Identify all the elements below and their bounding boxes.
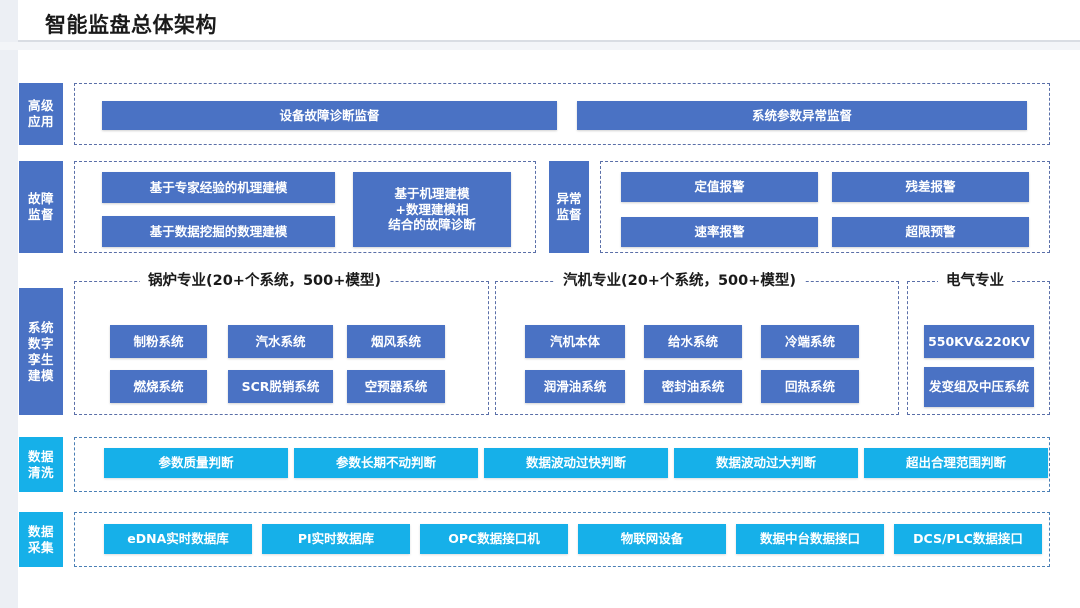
chip-label: eDNA实时数据库 [127, 531, 229, 547]
fault-item-data-mining-mathematical-modeling[interactable]: 基于数据挖掘的数理建模 [102, 216, 335, 247]
acquisition-source-dcs-plc-interface[interactable]: DCS/PLC数据接口 [894, 524, 1042, 554]
alarm-item-rate[interactable]: 速率报警 [621, 217, 818, 247]
vtag-label-line: 监督 [556, 207, 582, 222]
header-divider [18, 40, 1080, 42]
chip-label: 数据波动过大判断 [715, 455, 816, 471]
stage-tag-digital-twin-modeling: 系统 数字 孪生 建模 [19, 288, 63, 415]
vtag-label-line: 异常 [556, 190, 582, 206]
acquisition-source-edna-realtime-db[interactable]: eDNA实时数据库 [104, 524, 252, 554]
turbine-system-feedwater[interactable]: 给水系统 [644, 325, 742, 358]
alarm-item-fixed-value[interactable]: 定值报警 [621, 172, 818, 202]
chip-label: 基于专家经验的机理建模 [149, 179, 288, 195]
chip-label: 发变组及中压系统 [928, 379, 1029, 395]
chip-label: 给水系统 [667, 333, 718, 349]
boiler-system-combustion[interactable]: 燃烧系统 [110, 370, 207, 403]
turbine-system-main-body[interactable]: 汽机本体 [525, 325, 625, 358]
chip-label-line: 基于机理建模 [394, 186, 470, 202]
stage-label-line: 故障 [27, 191, 54, 206]
acquisition-source-pi-realtime-db[interactable]: PI实时数据库 [262, 524, 410, 554]
page-title: 智能监盘总体架构 [45, 13, 217, 37]
stage-label-line: 数字 [27, 335, 54, 351]
boiler-system-air-preheater[interactable]: 空预器系统 [347, 370, 445, 403]
cleaning-rule-parameter-stuck-long-term[interactable]: 参数长期不动判断 [294, 448, 478, 478]
acquisition-source-data-midplatform-interface[interactable]: 数据中台数据接口 [736, 524, 884, 554]
chip-label: 基于数据挖掘的数理建模 [149, 223, 288, 239]
cleaning-rule-parameter-quality[interactable]: 参数质量判断 [104, 448, 288, 478]
chip-label: 润滑油系统 [543, 378, 607, 394]
stage-label-line: 数据 [27, 523, 54, 539]
chip-label: 定值报警 [694, 179, 745, 195]
advanced-app-item-equipment-fault-diagnosis[interactable]: 设备故障诊断监督 [102, 101, 557, 130]
acquisition-source-iot-devices[interactable]: 物联网设备 [578, 524, 726, 554]
turbine-system-sealing-oil[interactable]: 密封油系统 [644, 370, 742, 403]
chip-label: 汽机本体 [549, 333, 600, 349]
chip-label: 系统参数异常监督 [751, 107, 852, 123]
alarm-item-over-limit[interactable]: 超限预警 [832, 217, 1029, 247]
chip-label-line: 结合的故障诊断 [388, 217, 476, 233]
stage-label-line: 应用 [27, 114, 54, 129]
advanced-app-item-system-parameter-anomaly[interactable]: 系统参数异常监督 [577, 101, 1027, 130]
stage-tag-data-cleaning: 数据 清洗 [19, 437, 63, 492]
boiler-system-pulverizing[interactable]: 制粉系统 [110, 325, 207, 358]
alarm-item-residual[interactable]: 残差报警 [832, 172, 1029, 202]
chip-label: 设备故障诊断监督 [279, 107, 380, 123]
turbine-system-lubricating-oil[interactable]: 润滑油系统 [525, 370, 625, 403]
chip-label: 制粉系统 [133, 333, 184, 349]
chip-label: 数据中台数据接口 [759, 531, 860, 547]
electrical-system-550kv-220kv[interactable]: 550KV&220KV [924, 325, 1034, 358]
header-bar: 智能监盘总体架构 [18, 0, 1080, 40]
turbine-group-title: 汽机专业(20+个系统，500+模型) [555, 272, 804, 290]
chip-label: 燃烧系统 [133, 378, 184, 394]
chip-label: 数据波动过快判断 [525, 455, 626, 471]
chip-label: 汽水系统 [255, 333, 306, 349]
electrical-system-generator-transformer-mv[interactable]: 发变组及中压系统 [924, 367, 1034, 407]
stage-label-line: 建模 [27, 367, 54, 383]
stage-label-line: 数据 [27, 448, 54, 464]
chip-label: 550KV&220KV [928, 333, 1030, 349]
chip-label: 回热系统 [784, 378, 835, 394]
chip-label-line: +数理建模相 [395, 201, 469, 217]
stage-label-line: 清洗 [27, 464, 54, 480]
stage-tag-fault-monitoring: 故障 监督 [19, 161, 63, 253]
chip-label: 参数质量判断 [158, 455, 234, 471]
stage-label-line: 系统 [27, 319, 54, 335]
cleaning-rule-fluctuation-too-large[interactable]: 数据波动过大判断 [674, 448, 858, 478]
chip-label: 冷端系统 [784, 333, 835, 349]
turbine-system-cold-end[interactable]: 冷端系统 [761, 325, 859, 358]
fault-item-combined-fault-diagnosis[interactable]: 基于机理建模 +数理建模相 结合的故障诊断 [353, 172, 511, 247]
chip-label: OPC数据接口机 [448, 531, 540, 547]
boiler-group-title: 锅炉专业(20+个系统，500+模型) [140, 272, 389, 290]
fault-item-expert-experience-mechanism-modeling[interactable]: 基于专家经验的机理建模 [102, 172, 335, 203]
acquisition-source-opc-interface-machine[interactable]: OPC数据接口机 [420, 524, 568, 554]
stage-label-line: 监督 [27, 207, 54, 222]
chip-label: 参数长期不动判断 [335, 455, 436, 471]
chip-label: 超限预警 [905, 224, 956, 240]
cleaning-rule-fluctuation-too-fast[interactable]: 数据波动过快判断 [484, 448, 668, 478]
turbine-system-regenerative-heating[interactable]: 回热系统 [761, 370, 859, 403]
chip-label: DCS/PLC数据接口 [913, 531, 1023, 547]
chip-label: SCR脱销系统 [241, 378, 320, 394]
left-edge-band [0, 0, 18, 608]
chip-label: 速率报警 [694, 224, 745, 240]
header-shadow-band [0, 42, 1080, 50]
chip-label: PI实时数据库 [297, 531, 375, 547]
chip-label: 残差报警 [905, 179, 956, 195]
stage-label-line: 采集 [27, 539, 54, 555]
electrical-group-title: 电气专业 [938, 272, 1012, 290]
chip-label: 物联网设备 [620, 531, 684, 547]
stage-label-line: 孪生 [27, 351, 54, 367]
boiler-system-scr-denitration[interactable]: SCR脱销系统 [228, 370, 333, 403]
chip-label: 超出合理范围判断 [905, 455, 1006, 471]
cleaning-rule-out-of-reasonable-range[interactable]: 超出合理范围判断 [864, 448, 1048, 478]
chip-label: 烟风系统 [370, 333, 421, 349]
chip-label: 空预器系统 [364, 378, 428, 394]
boiler-system-flue-gas-air[interactable]: 烟风系统 [347, 325, 445, 358]
stage-tag-advanced-application: 高级 应用 [19, 83, 63, 145]
anomaly-monitoring-tag: 异常 监督 [549, 161, 589, 253]
stage-tag-data-acquisition: 数据 采集 [19, 512, 63, 567]
boiler-system-steam-water[interactable]: 汽水系统 [228, 325, 333, 358]
chip-label: 密封油系统 [661, 378, 725, 394]
stage-label-line: 高级 [27, 98, 54, 113]
